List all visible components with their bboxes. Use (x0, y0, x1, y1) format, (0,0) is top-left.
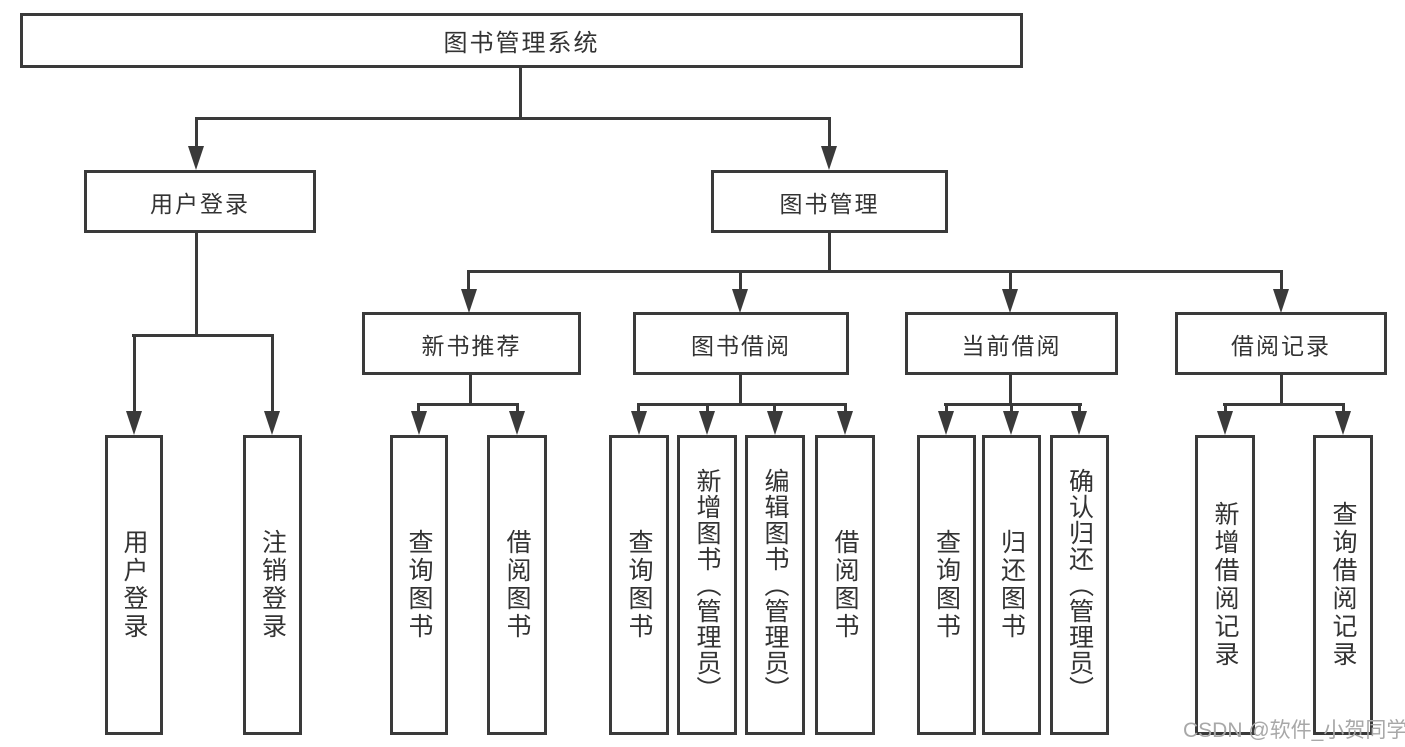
leaf-edit-books-admin-label: 编辑图书（管理员） (761, 468, 789, 702)
node-book-management-label: 图书管理 (779, 190, 880, 217)
connector-line (637, 403, 847, 406)
arrow-head (461, 289, 477, 313)
leaf-user-login: 用户登录 (105, 435, 163, 735)
node-root: 图书管理系统 (20, 13, 1023, 68)
connector-line (195, 117, 831, 120)
connector-line (1280, 270, 1283, 292)
leaf-query-books-recommend: 查询图书 (390, 435, 448, 735)
leaf-add-borrow-record: 新增借阅记录 (1195, 435, 1255, 735)
arrow-head (1273, 289, 1289, 313)
node-new-book-recommendation-label: 新书推荐 (421, 332, 522, 359)
leaf-edit-books-admin: 编辑图书（管理员） (745, 435, 805, 735)
connector-line (844, 403, 847, 413)
connector-line (271, 334, 274, 412)
leaf-query-books-current-label: 查询图书 (932, 529, 961, 641)
arrow-head (1003, 411, 1019, 435)
arrow-head (1071, 411, 1087, 435)
connector-line (1010, 403, 1013, 413)
arrow-head (767, 411, 783, 435)
connector-line (1078, 403, 1081, 413)
connector-line (637, 403, 640, 413)
arrow-head (699, 411, 715, 435)
connector-line (467, 270, 470, 292)
leaf-add-books-admin-label: 新增图书（管理员） (693, 468, 721, 702)
node-current-borrowing-label: 当前借阅 (961, 332, 1062, 359)
node-book-borrowing-label: 图书借阅 (691, 332, 791, 359)
leaf-query-borrow-record-label: 查询借阅记录 (1329, 501, 1357, 669)
arrow-head (411, 411, 427, 435)
arrow-head (1002, 289, 1018, 313)
connector-line (739, 375, 742, 406)
arrow-head (732, 289, 748, 313)
connector-line (1223, 403, 1345, 406)
arrow-head (509, 411, 525, 435)
connector-line (1009, 270, 1012, 292)
leaf-query-books-borrow: 查询图书 (609, 435, 669, 735)
connector-line (195, 117, 198, 149)
connector-line (467, 270, 1282, 273)
arrow-head (1335, 411, 1351, 435)
connector-line (1342, 403, 1345, 413)
connector-line (519, 68, 522, 120)
leaf-confirm-return-admin: 确认归还（管理员） (1050, 435, 1109, 735)
arrow-head (837, 411, 853, 435)
connector-line (1280, 375, 1283, 406)
leaf-borrow-books-label: 借阅图书 (831, 529, 859, 641)
leaf-add-borrow-record-label: 新增借阅记录 (1211, 501, 1239, 669)
node-current-borrowing: 当前借阅 (905, 312, 1118, 375)
node-user-login-label: 用户登录 (150, 190, 250, 217)
arrow-head (938, 411, 954, 435)
connector-line (133, 334, 136, 412)
leaf-add-books-admin: 新增图书（管理员） (677, 435, 737, 735)
node-root-label: 图书管理系统 (443, 30, 600, 57)
leaf-query-books-recommend-label: 查询图书 (405, 529, 433, 641)
connector-line (828, 117, 831, 149)
leaf-query-borrow-record: 查询借阅记录 (1313, 435, 1373, 735)
leaf-confirm-return-admin-label: 确认归还（管理员） (1065, 468, 1094, 702)
node-borrowing-records: 借阅记录 (1175, 312, 1387, 375)
node-new-book-recommendation: 新书推荐 (362, 312, 581, 375)
leaf-logout: 注销登录 (243, 435, 302, 735)
arrow-head (631, 411, 647, 435)
leaf-logout-label: 注销登录 (258, 529, 287, 641)
connector-line (417, 403, 420, 413)
leaf-borrow-books: 借阅图书 (815, 435, 875, 735)
leaf-return-books-label: 归还图书 (997, 529, 1026, 641)
connector-line (945, 403, 948, 413)
arrow-head (126, 411, 142, 435)
arrow-head (821, 146, 837, 170)
leaf-user-login-label: 用户登录 (120, 529, 148, 641)
connector-line (195, 233, 198, 337)
arrow-head (264, 411, 280, 435)
connector-line (417, 403, 519, 406)
connector-line (944, 403, 1082, 406)
connector-line (516, 403, 519, 413)
connector-line (1009, 375, 1012, 406)
node-borrowing-records-label: 借阅记录 (1231, 332, 1331, 359)
csdn-watermark: CSDN @软件_小贺同学 (1183, 719, 1405, 742)
connector-line (828, 233, 831, 273)
leaf-return-books: 归还图书 (982, 435, 1041, 735)
connector-line (739, 270, 742, 292)
connector-line (132, 334, 274, 337)
leaf-borrow-books-recommend: 借阅图书 (487, 435, 547, 735)
arrow-head (1217, 411, 1233, 435)
connector-line (706, 403, 709, 413)
arrow-head (188, 146, 204, 170)
leaf-query-books-current: 查询图书 (917, 435, 976, 735)
node-book-management: 图书管理 (711, 170, 948, 233)
connector-line (1224, 403, 1227, 413)
node-book-borrowing: 图书借阅 (633, 312, 849, 375)
leaf-borrow-books-recommend-label: 借阅图书 (503, 529, 531, 641)
connector-line (469, 375, 472, 406)
connector-line (773, 403, 776, 413)
node-user-login: 用户登录 (84, 170, 316, 233)
leaf-query-books-borrow-label: 查询图书 (625, 529, 653, 641)
